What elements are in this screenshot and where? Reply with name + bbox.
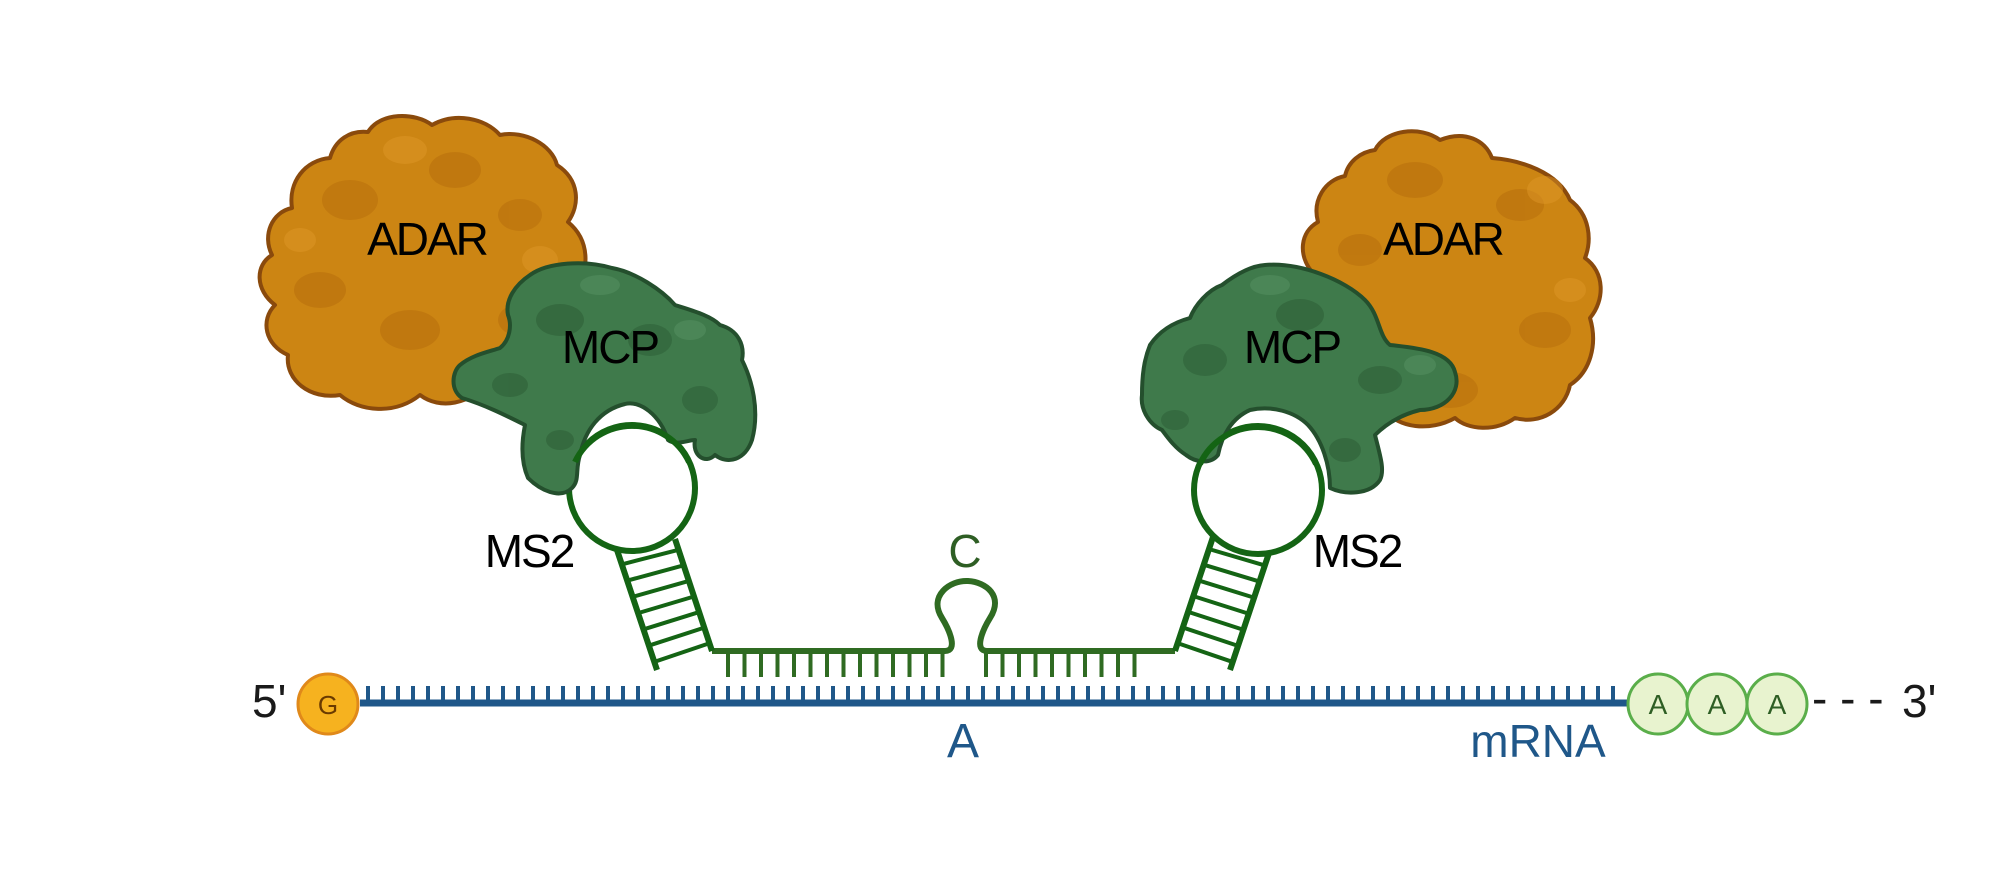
mcp-blob xyxy=(1139,262,1459,495)
ms2-stem-pair xyxy=(632,579,690,599)
ms2-stem-pair xyxy=(1187,609,1244,632)
ms2-loop-overlay xyxy=(572,422,692,464)
ms2-stem-pair xyxy=(637,594,695,615)
ms2-stem-strand xyxy=(614,549,660,671)
adar-label-left: ADAR xyxy=(367,213,488,265)
ms2-stem-strand xyxy=(1227,552,1272,671)
adar-label-right: ADAR xyxy=(1383,213,1504,265)
guide-rna xyxy=(712,578,1175,677)
mrna-bases xyxy=(366,686,1615,703)
ms2-stem-pairs xyxy=(622,547,711,664)
a-base-label: A xyxy=(947,715,979,768)
cap-g: G xyxy=(296,672,360,736)
polya-label: A xyxy=(1708,689,1727,720)
mcp-highlight xyxy=(580,275,706,340)
cap-label: G xyxy=(318,690,338,720)
tail-dashes: - - - xyxy=(1812,672,1884,724)
mcp-protein-right xyxy=(1139,262,1459,495)
ms2-stem-pair xyxy=(1182,625,1239,648)
ms2-loop-overlay xyxy=(1197,424,1319,466)
mcp-texture xyxy=(492,304,718,450)
mcp-texture xyxy=(1161,299,1402,462)
c-base-label: C xyxy=(948,525,981,577)
cap-circle xyxy=(296,672,360,736)
ms2-stem-pair xyxy=(643,610,700,632)
ms2-stem-pair xyxy=(1197,578,1254,600)
guide-rna-bases xyxy=(726,651,1137,677)
ms2-stem-pair xyxy=(1207,546,1264,567)
adar-protein-left xyxy=(257,113,588,411)
polya-tail: A A A xyxy=(1626,672,1809,736)
five-prime-label: 5' xyxy=(252,675,286,727)
mcp-highlight xyxy=(1250,275,1436,375)
ms2-hairpin-left xyxy=(566,422,715,671)
ms2-stem-pair xyxy=(1192,594,1249,616)
mcp-label-left: MCP xyxy=(562,321,659,373)
ms2-stem-pair xyxy=(627,563,685,583)
ms2-stem-pairs xyxy=(1176,546,1264,664)
ms2-stem-pair xyxy=(653,641,711,664)
polya-label: A xyxy=(1768,689,1787,720)
mrna-label: mRNA xyxy=(1470,715,1606,767)
ms2-stem-pair xyxy=(622,547,680,567)
ms2-stem-pair xyxy=(1202,562,1259,584)
guide-rna-backbone xyxy=(712,578,1175,654)
mcp-blob xyxy=(451,261,758,496)
ms2-label-left: MS2 xyxy=(485,525,574,577)
mrna-strand xyxy=(360,686,1628,707)
ms2-stem-pair xyxy=(648,625,705,648)
ms2-stem-pair xyxy=(1176,641,1234,664)
polya-circle xyxy=(1745,672,1809,736)
ms2-label-right: MS2 xyxy=(1313,525,1402,577)
ms2-hairpin-right xyxy=(1172,423,1325,671)
three-prime-label: 3' xyxy=(1902,675,1936,727)
ms2-stem-strand xyxy=(1172,536,1216,652)
polya-label: A xyxy=(1649,689,1668,720)
mcp-protein-left xyxy=(451,261,758,496)
mcp-label-right: MCP xyxy=(1244,321,1341,373)
